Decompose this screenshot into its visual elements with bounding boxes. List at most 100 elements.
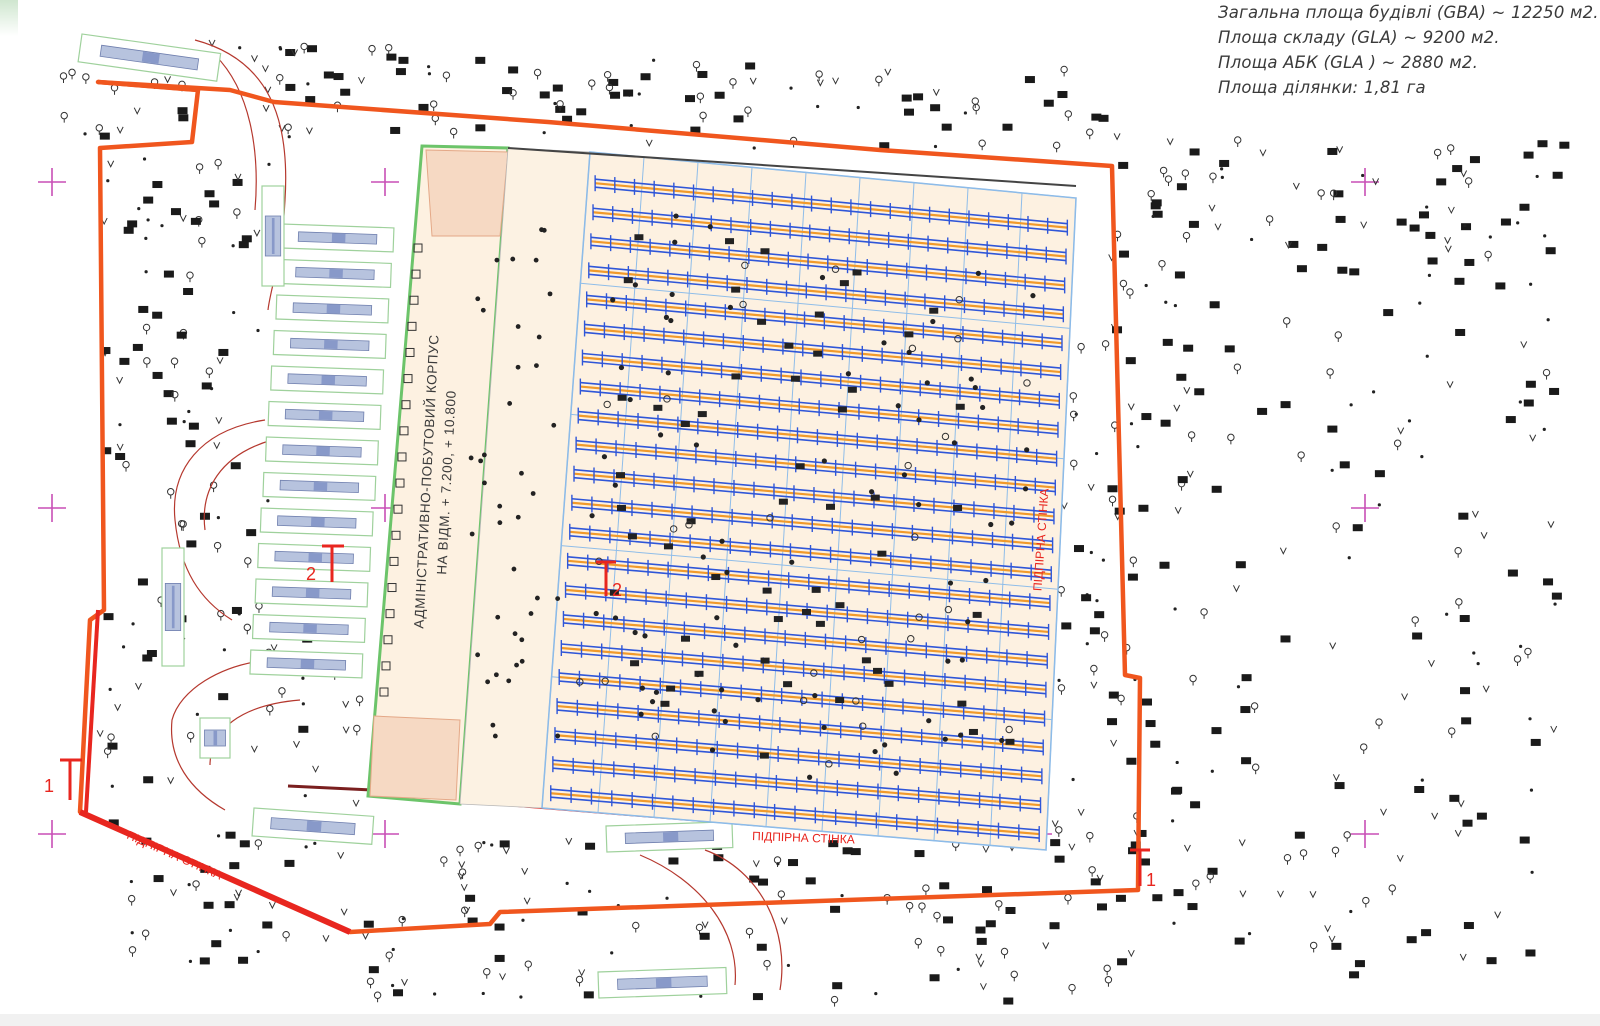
admin-column xyxy=(399,426,409,436)
survey-point xyxy=(142,157,147,161)
elevation-label xyxy=(398,56,409,64)
grass-symbol xyxy=(1292,182,1300,191)
tree-symbol xyxy=(300,42,308,51)
elevation-label xyxy=(1136,829,1147,837)
tree-symbol xyxy=(233,208,241,216)
elevation-label xyxy=(795,463,805,470)
elevation-label xyxy=(152,181,163,189)
survey-point xyxy=(490,843,494,847)
survey-point xyxy=(872,748,878,755)
bay-cab xyxy=(321,375,336,385)
survey-point xyxy=(506,678,512,684)
grass-symbol xyxy=(977,960,985,968)
tree-symbol xyxy=(1326,368,1334,376)
grass-symbol xyxy=(1259,149,1267,157)
survey-point xyxy=(812,693,818,699)
elevation-label xyxy=(1418,211,1429,219)
survey-point xyxy=(475,296,481,302)
elevation-label xyxy=(1500,218,1511,226)
survey-point xyxy=(719,687,725,693)
tree-symbol xyxy=(741,261,749,270)
survey-cross xyxy=(1351,820,1379,848)
survey-point xyxy=(968,376,974,382)
elevation-label xyxy=(1495,282,1506,290)
survey-point xyxy=(947,580,954,586)
elevation-label xyxy=(850,848,861,856)
survey-point xyxy=(1529,788,1534,792)
elevation-label xyxy=(903,108,914,116)
survey-point xyxy=(1089,550,1093,555)
tree-symbol xyxy=(373,991,382,999)
elevation-label xyxy=(186,540,197,548)
road-curve xyxy=(203,439,273,531)
elevation-label xyxy=(697,411,707,418)
elevation-label xyxy=(1461,717,1472,725)
road-curve xyxy=(214,54,257,211)
elevation-label xyxy=(1177,476,1188,484)
survey-point xyxy=(482,840,486,845)
road-curve xyxy=(170,659,269,811)
tree-symbol xyxy=(933,911,941,920)
survey-point xyxy=(427,72,432,76)
grass-symbol xyxy=(1431,812,1439,820)
retaining-wall-w xyxy=(84,609,100,813)
survey-point xyxy=(916,417,922,423)
elevation-label xyxy=(608,78,619,86)
grass-symbol xyxy=(107,160,115,168)
survey-point xyxy=(519,995,523,999)
section-number: 1 xyxy=(44,776,54,796)
elevation-label xyxy=(1090,878,1101,886)
grass-symbol xyxy=(261,65,269,73)
survey-point xyxy=(930,318,936,325)
bay-cab xyxy=(271,218,275,254)
elevation-label xyxy=(107,742,118,750)
tree-symbol xyxy=(777,890,786,898)
elevation-label xyxy=(1455,328,1466,336)
tree-symbol xyxy=(243,623,252,632)
tree-symbol xyxy=(1446,144,1455,152)
survey-point xyxy=(267,162,271,166)
elevation-label xyxy=(218,348,229,356)
elevation-label xyxy=(1505,416,1516,424)
warehouse-survey-points xyxy=(468,213,1036,780)
grass-symbol xyxy=(1214,223,1222,231)
survey-point xyxy=(610,297,616,303)
bay-cab xyxy=(213,730,218,746)
tree-symbol xyxy=(603,70,612,79)
survey-point xyxy=(565,881,569,885)
tree-symbol xyxy=(524,960,532,968)
tree-symbol xyxy=(937,945,945,954)
bay-cab xyxy=(300,659,315,669)
elevation-label xyxy=(137,578,148,586)
tree-symbol xyxy=(972,103,980,112)
survey-point xyxy=(589,513,595,519)
survey-point xyxy=(106,179,110,183)
survey-point xyxy=(882,742,888,748)
tree-symbol xyxy=(955,295,963,304)
grass-symbol xyxy=(1051,820,1059,828)
tree-symbol xyxy=(1023,379,1031,387)
survey-point xyxy=(1472,651,1476,655)
grid-line-v xyxy=(821,177,861,832)
tree-symbol xyxy=(766,514,774,522)
elevation-label xyxy=(132,343,143,351)
tree-symbol xyxy=(971,97,979,105)
tree-symbol xyxy=(1090,664,1098,673)
survey-point xyxy=(482,480,487,486)
road-curve xyxy=(173,419,266,621)
elevation-label xyxy=(930,104,941,112)
elevation-label xyxy=(697,70,708,78)
tree-symbol xyxy=(763,959,771,968)
survey-point xyxy=(536,334,542,340)
grass-symbol xyxy=(1127,403,1135,411)
elevation-label xyxy=(1005,907,1016,915)
elevation-label xyxy=(1145,720,1156,728)
survey-point xyxy=(182,419,186,424)
elevation-label xyxy=(152,371,163,379)
survey-point xyxy=(130,931,134,935)
tree-symbol xyxy=(474,841,482,850)
tree-symbol xyxy=(1101,340,1110,348)
elevation-label xyxy=(1525,949,1536,957)
survey-point xyxy=(1377,503,1381,507)
grass-symbol xyxy=(521,867,529,876)
